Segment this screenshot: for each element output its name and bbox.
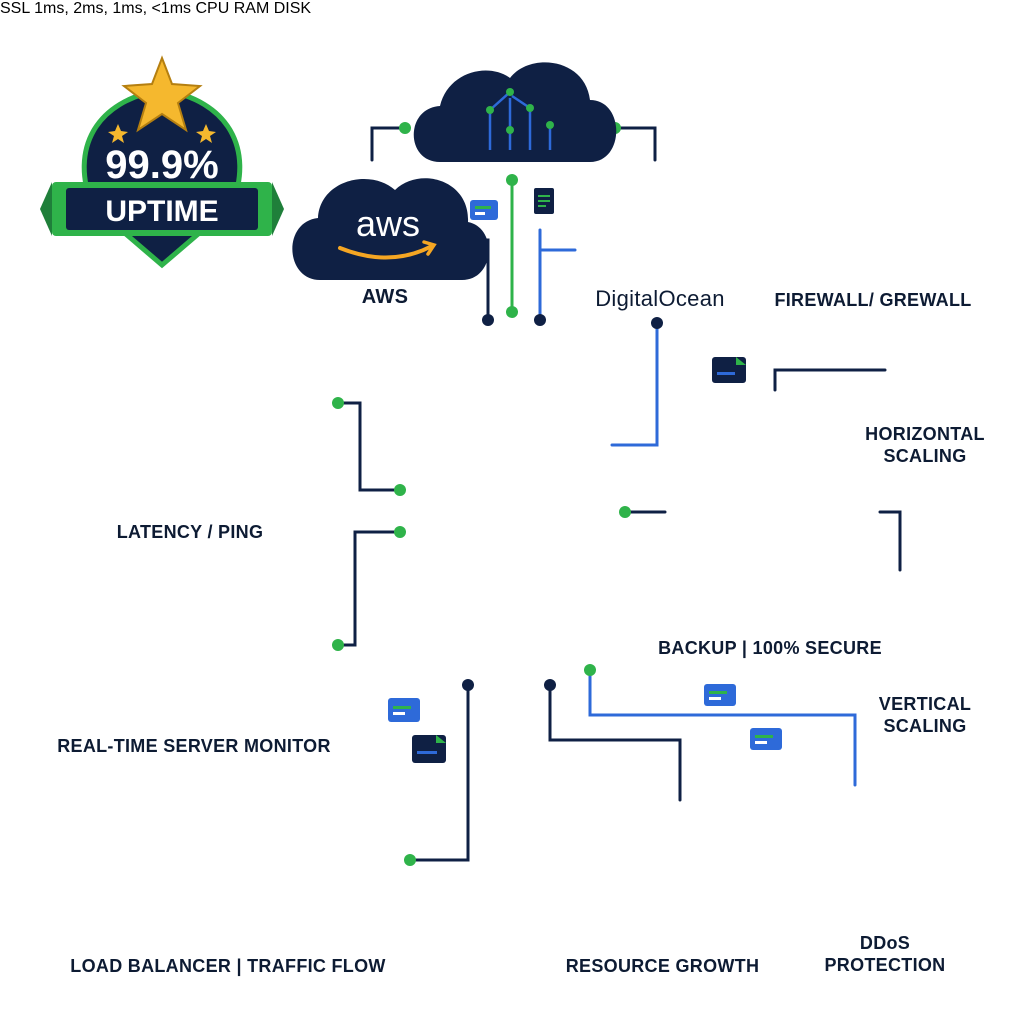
- resource-growth-label: RESOURCE GROWTH: [565, 956, 760, 976]
- ssl-badge: SSL: [0, 0, 30, 17]
- uptime-label: UPTIME: [105, 195, 218, 228]
- resource-growth: CPU RAM DISK: [195, 0, 311, 17]
- aws-label: AWS: [361, 286, 409, 308]
- firewall-shield: SSL: [0, 0, 34, 17]
- horizontal-scaling-label-line1: HORIZONTAL: [865, 424, 985, 444]
- horizontal-scaling-label-line2: SCALING: [883, 446, 967, 466]
- arrow-right-icon: SSL: [0, 0, 34, 17]
- ddos-label-line1: DDoS: [859, 933, 911, 953]
- backup-label: BACKUP | 100% SECURE: [658, 638, 882, 658]
- latency-monitor: 1ms, 2ms, 1ms, <1ms: [34, 0, 195, 17]
- cpu-bar: CPU: [195, 0, 233, 17]
- aws-smile-icon: [338, 244, 434, 260]
- latency-label: LATENCY / PING: [116, 522, 264, 542]
- disk-bar: DISK: [274, 0, 311, 17]
- firewall-label: FIREWALL/ GREWALL: [774, 290, 972, 310]
- data-packet-icons: [388, 188, 782, 763]
- cpu-label: CPU: [195, 0, 230, 17]
- uptime-value: 99.9%: [105, 143, 218, 187]
- connector-dots: [332, 122, 663, 866]
- vertical-scaling-label-line2: SCALING: [883, 716, 967, 736]
- aws-logo: aws: [356, 203, 420, 244]
- digitalocean-label: DigitalOcean: [595, 286, 725, 311]
- sparkle-icon: [108, 124, 128, 143]
- load-balancer-label: LOAD BALANCER | TRAFFIC FLOW: [70, 956, 386, 976]
- top-cloud: [413, 62, 617, 162]
- monitor-label: REAL-TIME SERVER MONITOR: [57, 736, 331, 756]
- connector-lines: [336, 126, 902, 862]
- vertical-scaling-label-line1: VERTICAL: [878, 694, 972, 714]
- aws-cloud: aws: [292, 178, 489, 280]
- growth-arrow-icon: CPU RAM DISK: [195, 0, 311, 17]
- star-icon: [121, 55, 203, 133]
- uptime-badge: 99.9% UPTIME: [40, 55, 284, 269]
- ram-label: RAM: [233, 0, 270, 17]
- padlock-icon: SSL: [0, 0, 34, 17]
- latency-readout: 1ms, 2ms, 1ms, <1ms: [34, 0, 192, 17]
- sparkle-icon: [196, 124, 216, 143]
- ddos-label-line2: PROTECTION: [824, 955, 946, 975]
- ram-bar: RAM: [234, 0, 274, 17]
- disk-label: DISK: [273, 0, 312, 17]
